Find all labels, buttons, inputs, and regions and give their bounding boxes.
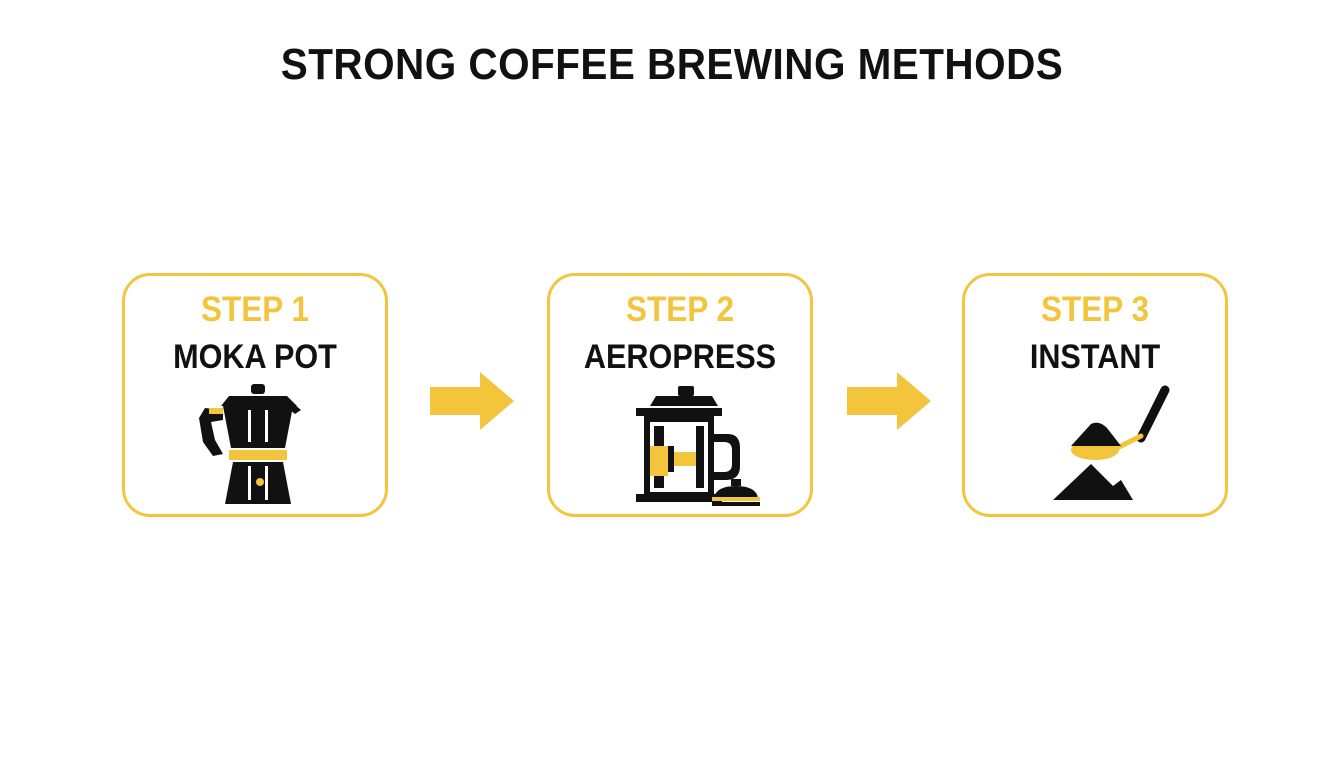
step-name: AEROPRESS [583,338,777,376]
step-card-moka-pot: STEP 1 MOKA POT [122,273,388,517]
step-name: MOKA POT [173,338,337,376]
step-number: STEP 3 [1041,290,1149,329]
step-name: INSTANT [1029,338,1161,376]
step-number: STEP 1 [201,290,309,329]
step-card-instant: STEP 3 INSTANT [962,273,1228,517]
arrow-right-icon [847,372,931,430]
page-title: STRONG COFFEE BREWING METHODS [280,40,1064,89]
aeropress-icon [636,386,760,506]
step-card-aeropress: STEP 2 AEROPRESS [547,273,813,517]
instant-coffee-spoon-icon [1053,385,1170,500]
moka-pot-icon [199,384,301,504]
arrow-right-icon [430,372,514,430]
step-number: STEP 2 [626,290,734,329]
